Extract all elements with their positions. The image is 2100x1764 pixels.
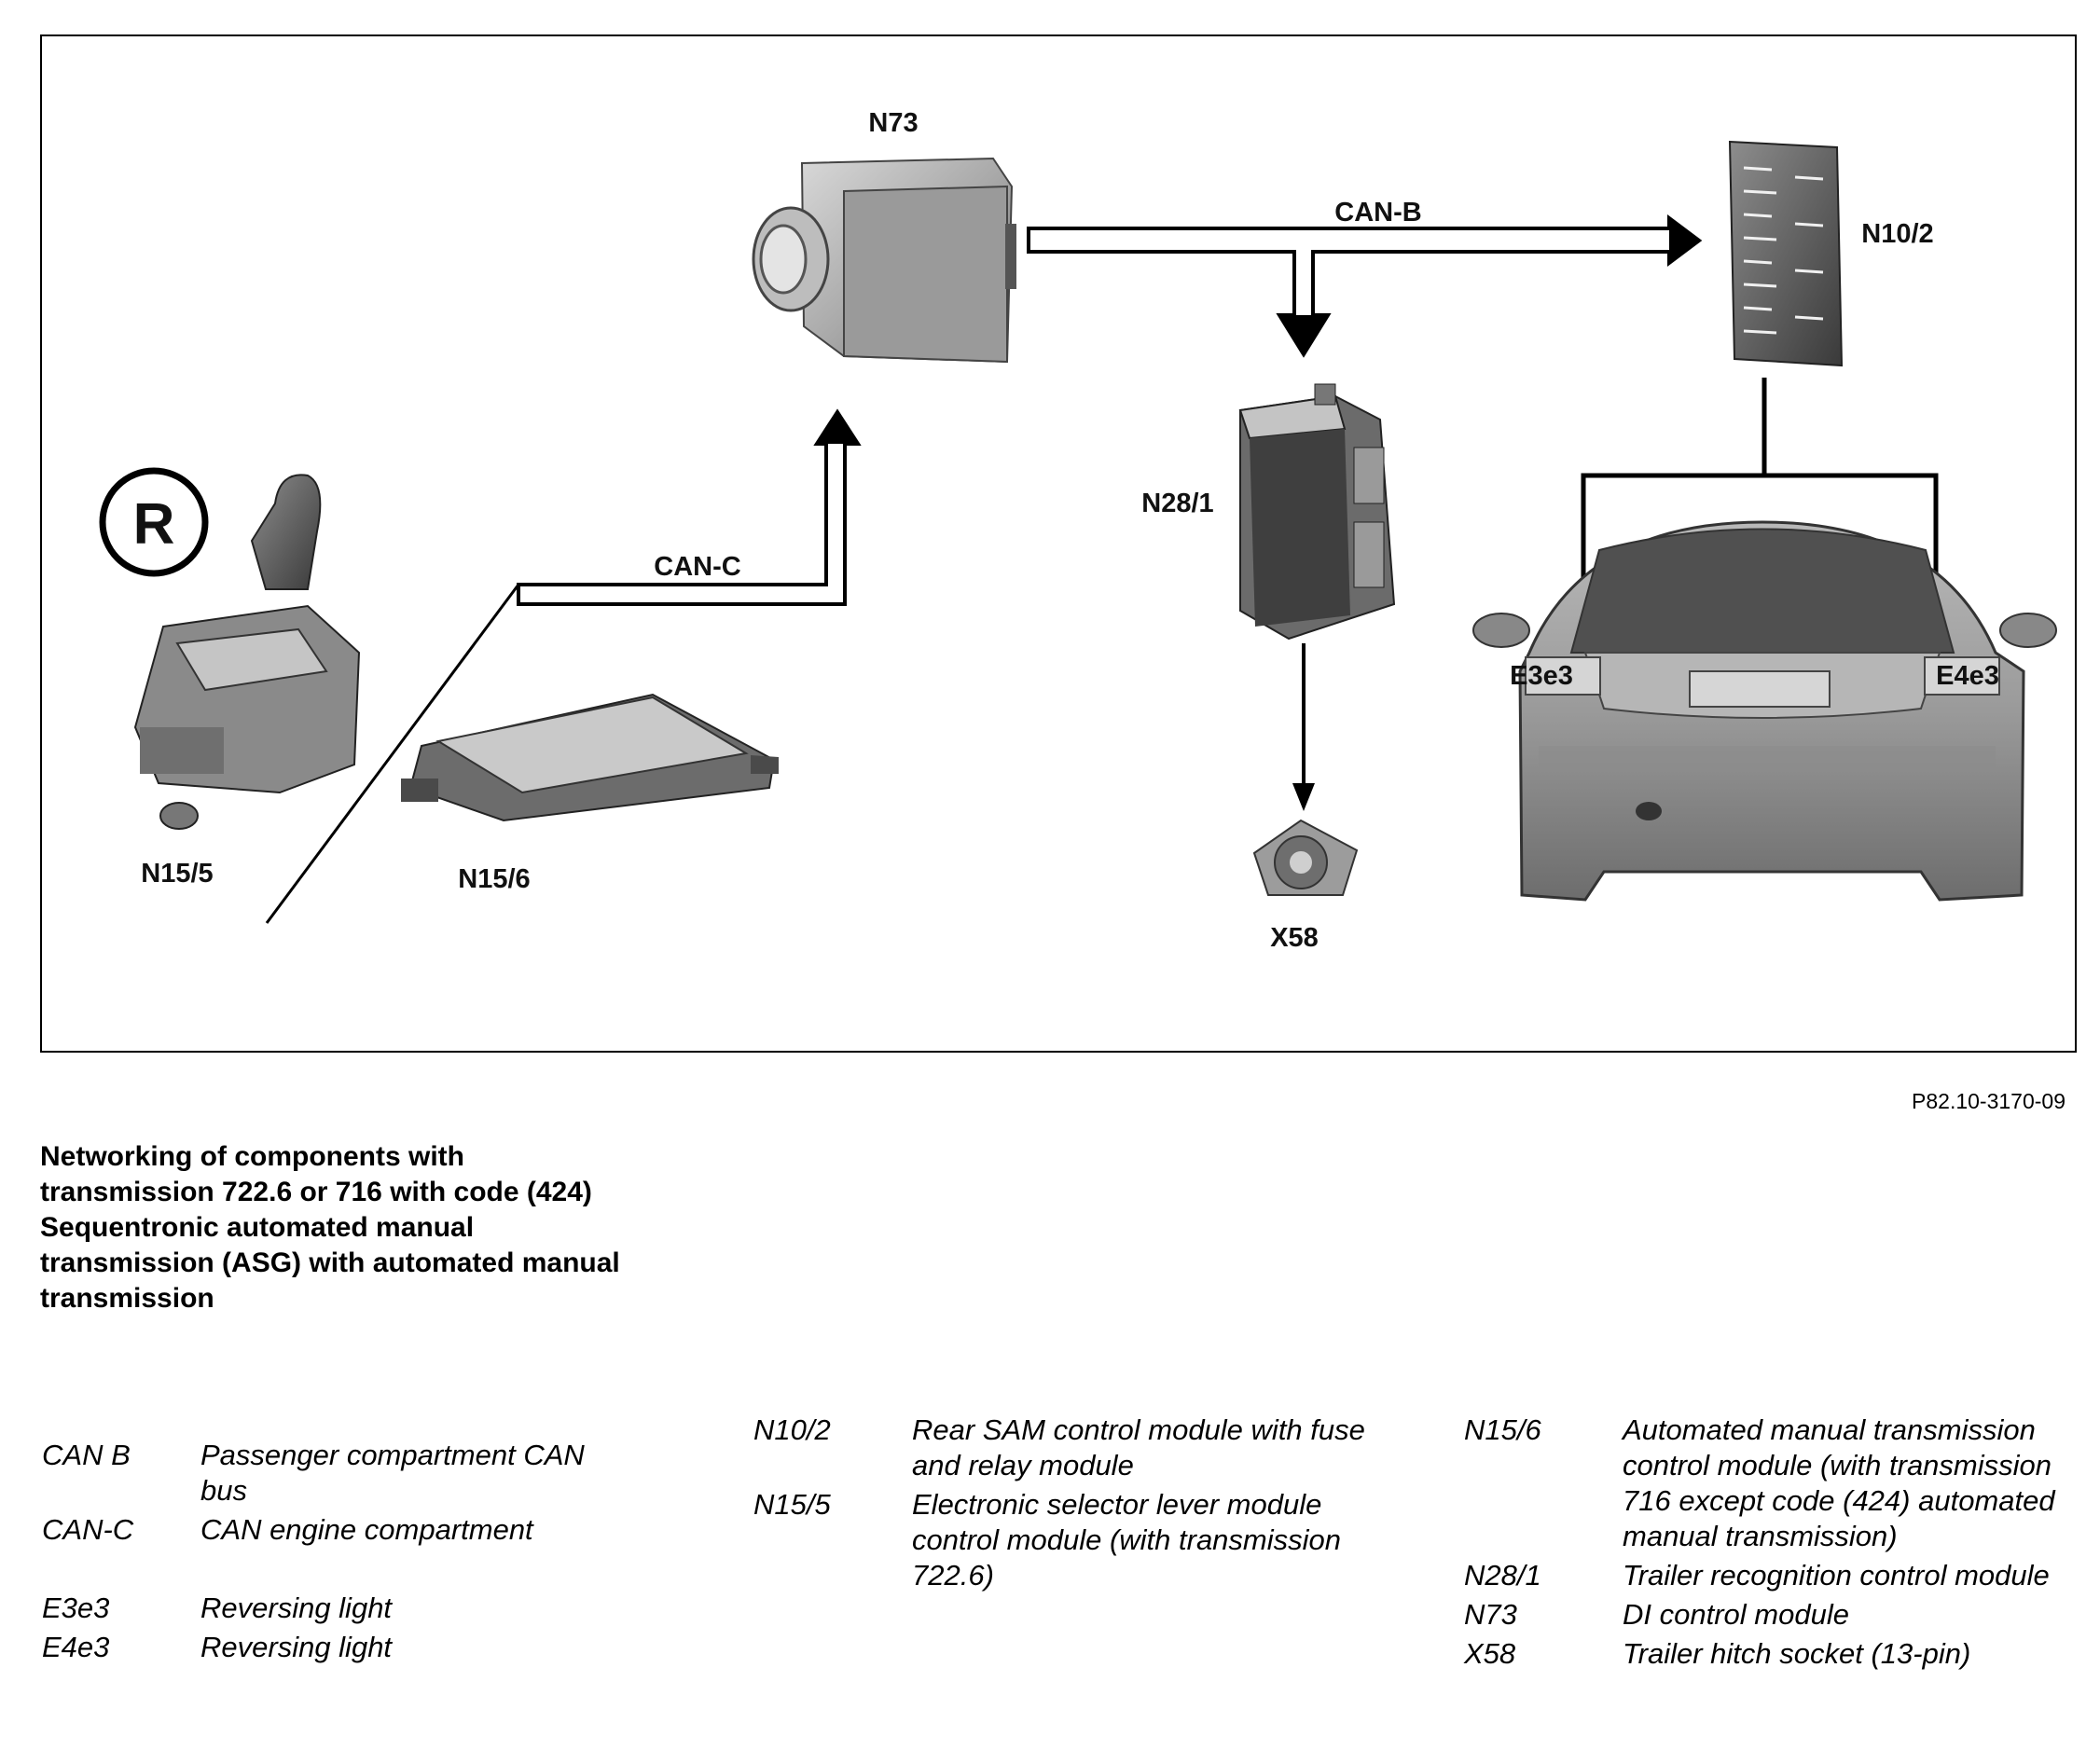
car-rear-view [1472,520,2057,902]
diagram-frame [40,34,2077,1053]
legend-column-3: N15/6 Automated manual transmission cont… [1464,1413,2079,1675]
n28-1-label: N28/1 [1141,489,1213,518]
x58-socket [1252,819,1359,896]
figure-caption: Networking of components with transmissi… [40,1141,620,1314]
legend-row: N28/1 Trailer recognition control module [1464,1558,2079,1593]
legend-desc: Trailer hitch socket (13-pin) [1623,1637,1971,1670]
network-diagram: R N73 CAN-B N10/2 N28/1 CAN-C E3e3 E4e3 … [99,108,2057,953]
legend-row: CAN-C CAN engine compartment [42,1512,639,1548]
separator-line [265,584,520,924]
x58-wiring [1292,643,1315,811]
legend-code: N15/5 [753,1488,831,1521]
n15-6-label: N15/6 [458,864,530,894]
legend-row: X58 Trailer hitch socket (13-pin) [1464,1636,2079,1672]
legend-desc: Automated manual transmission control mo… [1623,1413,2055,1552]
legend-desc: Electronic selector lever module control… [912,1488,1342,1592]
n73-label: N73 [868,108,918,138]
legend-desc: Reversing light [200,1631,393,1663]
r-symbol-letter: R [133,492,175,557]
legend-code: CAN B [42,1439,131,1471]
legend-row: N15/5 Electronic selector lever module c… [753,1487,1406,1593]
legend-code: N28/1 [1464,1559,1541,1592]
x58-label: X58 [1270,923,1319,953]
can-c-bus [517,408,862,606]
n15-5-label: N15/5 [141,859,213,889]
can-b-bus [1027,214,1703,358]
legend-row: N10/2 Rear SAM control module with fuse … [753,1413,1406,1483]
n15-5-selector-lever [133,474,361,830]
legend-desc: DI control module [1623,1598,1849,1631]
r-symbol: R [99,467,209,577]
legend-desc: Trailer recognition control module [1623,1559,2050,1592]
legend-row: E4e3 Reversing light [42,1630,639,1665]
n15-6-module [401,693,779,822]
legend-code: N15/6 [1464,1413,1541,1446]
e4e3-label: E4e3 [1936,661,1999,691]
figure-id: P82.10-3170-09 [1912,1089,2065,1113]
n73-module [752,157,1016,364]
legend-row: N73 DI control module [1464,1597,2079,1633]
legend-code: N73 [1464,1598,1517,1631]
legend-code: X58 [1464,1637,1516,1670]
legend-desc: Rear SAM control module with fuse and re… [912,1413,1365,1481]
can-b-label: CAN-B [1334,198,1421,227]
n10-2-label: N10/2 [1861,219,1933,249]
legend-row: CAN B Passenger compartment CAN bus [42,1438,639,1509]
legend-row: N15/6 Automated manual transmission cont… [1464,1413,2079,1554]
legend-code: E4e3 [42,1631,110,1663]
legend-desc: Reversing light [200,1592,393,1624]
legend-code: E3e3 [42,1592,110,1624]
can-c-label: CAN-C [654,552,740,582]
legend-column-2: N10/2 Rear SAM control module with fuse … [753,1413,1406,1597]
e3e3-label: E3e3 [1510,661,1573,691]
legend-code: N10/2 [753,1413,831,1446]
legend-row: E3e3 Reversing light [42,1591,639,1626]
legend-column-1: CAN B Passenger compartment CAN bus CAN-… [42,1438,639,1669]
n28-1-module [1238,383,1396,641]
legend-desc: Passenger compartment CAN bus [200,1439,585,1507]
legend-desc: CAN engine compartment [200,1513,533,1546]
legend-code: CAN-C [42,1513,134,1546]
n10-2-module [1728,140,1844,367]
